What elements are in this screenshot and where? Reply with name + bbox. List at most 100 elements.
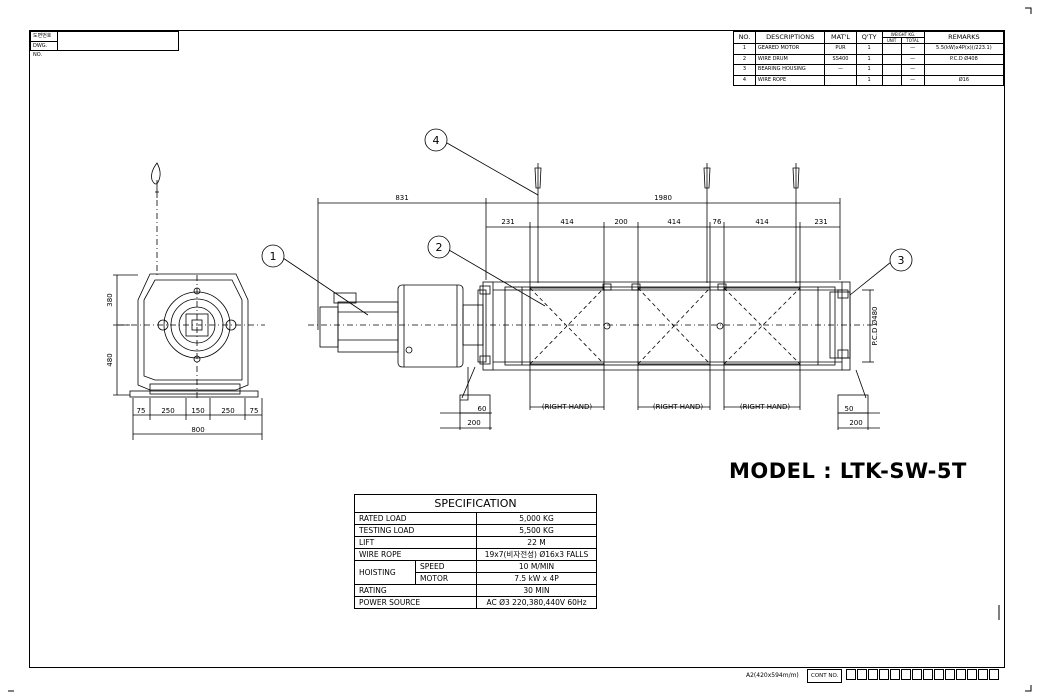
callout-label: 1 [270,250,277,263]
hand-label-2: (RIGHT HAND) [653,403,704,411]
spec-value: 19x7(비자전성) Ø16x3 FALLS [476,548,597,561]
spec-value: 5,000 KG [476,512,597,525]
table-row: HOISTING SPEED 10 M/MIN [354,560,597,585]
sheet-border [29,30,1005,668]
dim-drum-231-right: 231 [814,218,827,226]
dim-side-250-right: 250 [221,407,234,415]
cont-box [901,669,911,680]
parts-header-remarks: REMARKS [923,31,1005,44]
hand-label-3: (RIGHT HAND) [740,403,791,411]
table-row: POWER SOURCE AC Ø3 220,380,440V 60Hz [354,596,597,609]
rope-hook-2 [703,163,711,283]
dim-drum-414-1: 414 [560,218,574,226]
callout-circle [424,128,448,152]
side-view [113,162,265,440]
dim-side-total: 800 [191,426,204,434]
parts-header-descriptions: DESCRIPTIONS [754,31,826,44]
spec-label: HOISTING [354,560,416,585]
cont-box [945,669,955,680]
dwg-label: DWG. NO. [31,41,58,58]
cont-box [890,669,900,680]
dim-side-480: 480 [106,353,114,366]
dim-side-380: 380 [106,293,114,306]
dim-side-150: 150 [191,407,204,415]
rope-hook-3 [792,163,800,283]
cont-box [857,669,867,680]
spec-label: WIRE ROPE [354,548,477,561]
cont-box [967,669,977,680]
dim-base-60: 60 [478,405,487,413]
rope-hook-1 [534,163,542,283]
cont-box [912,669,922,680]
hook-icon [151,162,161,198]
dim-side-75-right: 75 [250,407,259,415]
cont-box [923,669,933,680]
part-remarks: Ø16 [923,74,1005,86]
cont-box [868,669,878,680]
cont-box [989,669,999,680]
callout-circle [427,235,451,259]
callout-label: 3 [898,254,905,267]
dim-side-250-left: 250 [161,407,174,415]
cont-box [956,669,966,680]
cont-box [978,669,988,680]
dim-drum-76: 76 [713,218,722,226]
spec-value: 10 M/MIN [476,560,597,573]
hand-label-1: (RIGHT HAND) [542,403,593,411]
dim-base-50: 50 [845,405,854,413]
dwg-label-korean: 도면번호 [31,32,58,42]
table-row: 4 WIRE ROPE 1 — Ø16 [733,74,1005,86]
cont-box [934,669,944,680]
front-view [282,142,892,430]
parts-header-material: MAT'L [824,31,857,44]
corner-mark-bottom-right [1025,685,1032,692]
spec-value: 30 MIN [476,584,597,597]
spec-label: RATED LOAD [354,512,477,525]
parts-list-table: NO. DESCRIPTIONS MAT'L Q'TY WEIGHT KG. R… [733,31,1005,86]
parts-header-total: TOTAL [900,37,925,44]
callout-label: 2 [436,241,443,254]
table-row: RATING 30 MIN [354,584,597,597]
spec-value: 7.5 kW x 4P [476,572,597,585]
table-row: WIRE ROPE 19x7(비자전성) Ø16x3 FALLS [354,548,597,561]
cont-no-label: CONT NO. [807,669,843,683]
spec-label: TESTING LOAD [354,524,477,537]
dim-drum-414-2: 414 [667,218,681,226]
spec-sublabel: SPEED [415,560,477,573]
parts-header-no: NO. [733,31,756,44]
model-title: MODEL : LTK-SW-5T [729,459,967,483]
spec-value: 22 M [476,536,597,549]
table-row: MOTOR 7.5 kW x 4P [355,572,597,585]
dim-drum-414-3: 414 [755,218,769,226]
table-row: TESTING LOAD 5,500 KG [354,524,597,537]
callout-2: 2 [427,235,451,259]
callout-circle [261,244,285,268]
callout-1: 1 [261,244,285,268]
part-total-weight: — [900,74,925,86]
cont-box [879,669,889,680]
drawing-number-box: 도면번호 DWG. NO. [30,31,179,58]
spec-value: AC Ø3 220,380,440V 60Hz [476,596,597,609]
cont-box [846,669,856,680]
dim-drum-231-left: 231 [501,218,514,226]
spec-value: 5,500 KG [476,524,597,537]
callout-3: 3 [889,248,913,272]
table-row: LIFT 22 M [354,536,597,549]
specification-table: SPECIFICATION RATED LOAD 5,000 KG TESTIN… [354,494,597,609]
callout-circle [889,248,913,272]
dim-pcd: P.C.D Ø480 [871,307,879,346]
spec-label: POWER SOURCE [354,596,477,609]
table-row: RATED LOAD 5,000 KG [354,512,597,525]
dim-front-831: 831 [395,194,408,202]
dim-front-1980: 1980 [654,194,672,202]
dim-drum-200: 200 [614,218,627,226]
corner-mark-top-right [1025,7,1032,14]
callout-label: 4 [433,134,440,147]
dim-base-200-right: 200 [849,419,862,427]
spec-label: RATING [354,584,477,597]
paper-size-label: A2(420x594m/m) [746,672,799,679]
spec-title: SPECIFICATION [354,494,597,513]
dim-base-200-left: 200 [467,419,480,427]
part-material [824,74,857,86]
